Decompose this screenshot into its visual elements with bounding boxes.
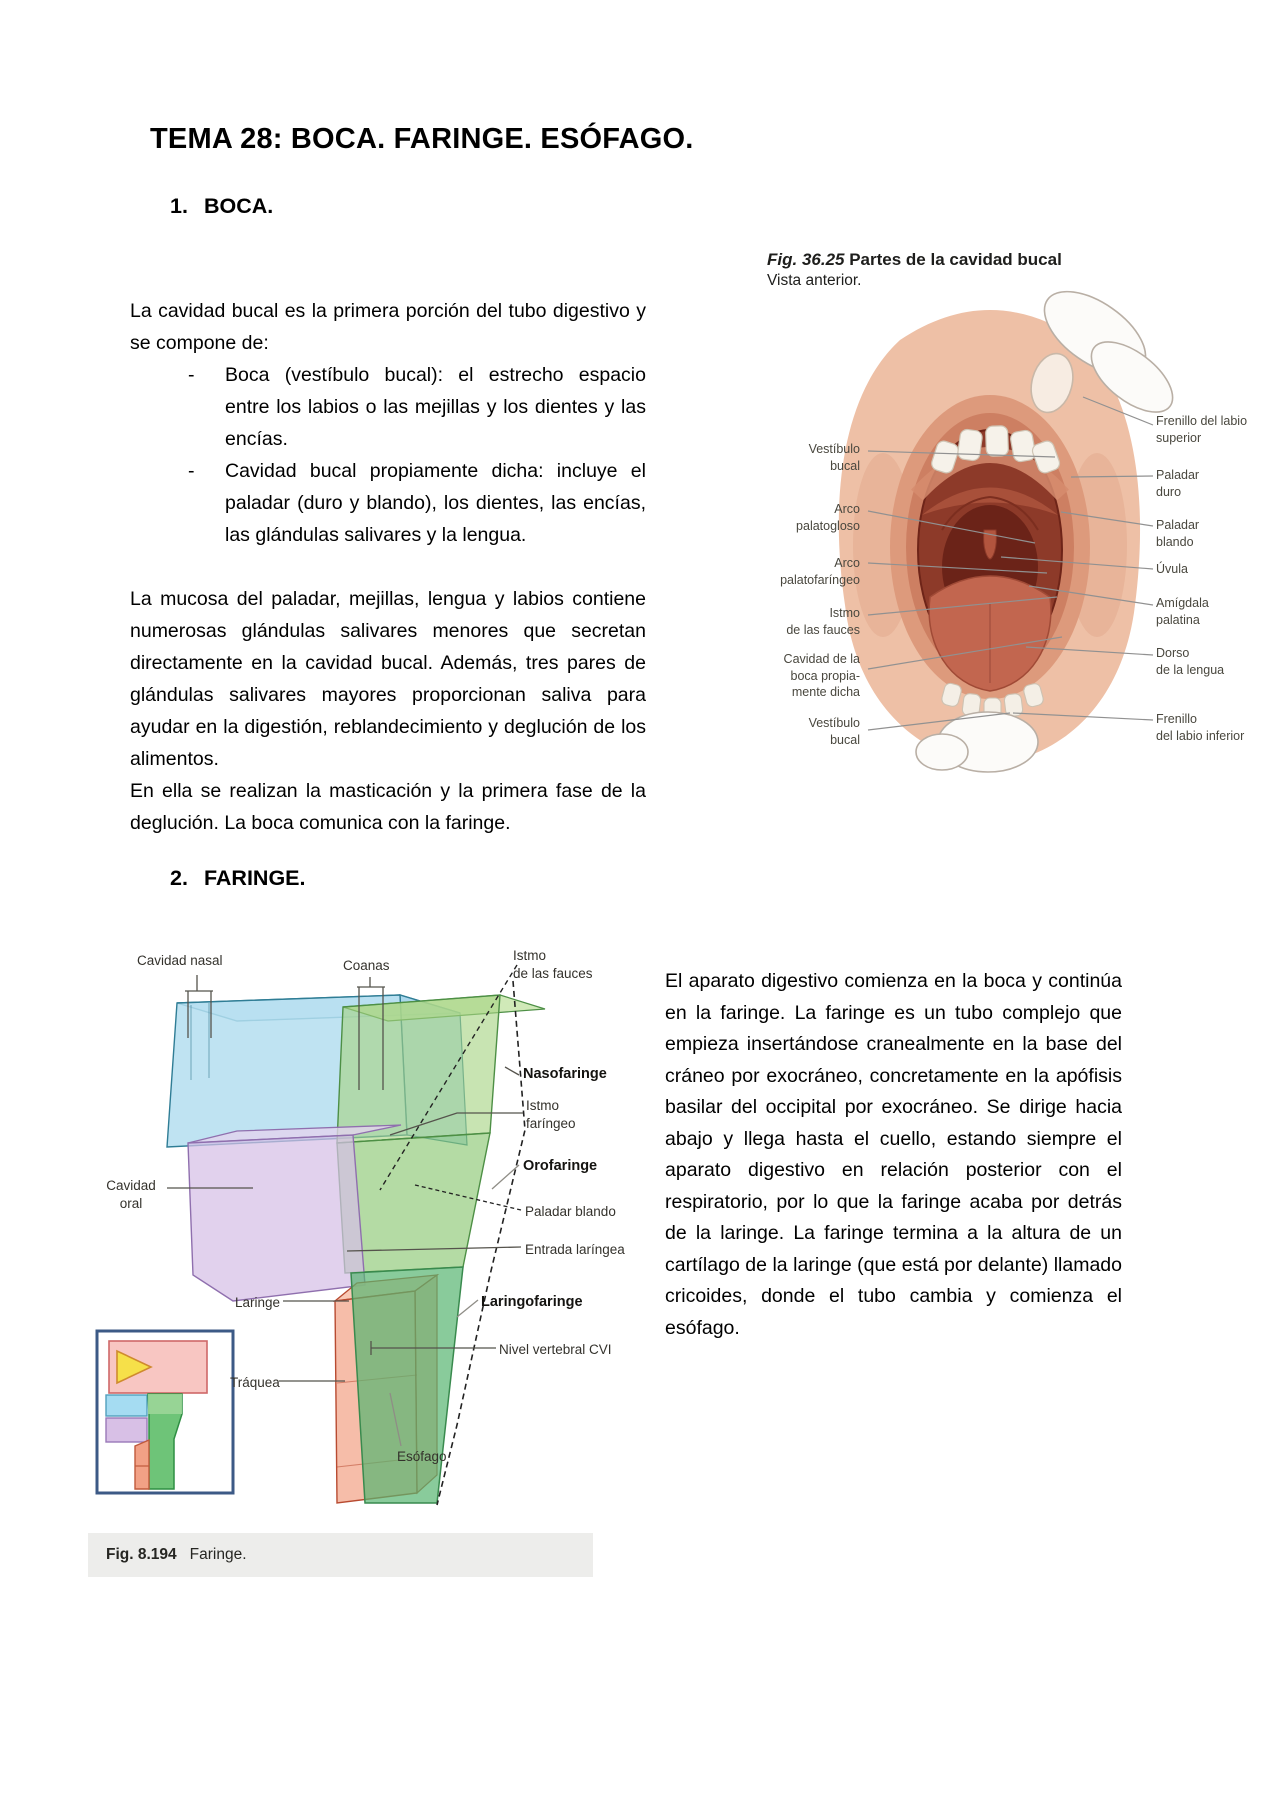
caption-text: Faringe. [189,1546,247,1563]
inset-diagram [95,1329,235,1495]
inset-trachea-column [134,1438,150,1490]
palatopharyngeal-arch [989,496,1039,531]
section1-body: La cavidad bucal es la primera porción d… [130,295,646,839]
leader-lines [167,975,523,1447]
label-frenillo-labio-inferior: Frenillo del labio inferior [1156,712,1245,743]
section1-title: BOCA. [203,194,274,218]
figure-mouth: Fig. 36.25 Partes de la cavidad bucal Vi… [655,245,1280,775]
caption-figure-number: Fig. 8.194 [106,1546,177,1563]
label-cavidad-nasal: Cavidad nasal [137,953,223,968]
paragraph-salivary-glands: La mucosa del paladar, mejillas, lengua … [130,588,646,770]
label-esofago: Esófago [397,1449,447,1464]
label-uvula: Úvula [1156,562,1188,576]
oral-cavity-box [187,1124,402,1302]
label-nivel-vertebral-cvi: Nivel vertebral CVI [499,1342,612,1357]
figure-subtitle: Vista anterior. [767,272,862,290]
upper-teeth [931,425,1061,474]
section2-paragraph: El aparato digestivo comienza en la boca… [665,970,1122,1339]
bullet-marker: - [188,460,195,482]
section2-number: 2. [170,866,188,890]
label-paladar-blando: Paladar blando [1156,518,1200,549]
mouth-illustration [838,290,1174,773]
label-entrada-laringea: Entrada laríngea [525,1242,625,1257]
label-laringe: Laringe [235,1295,281,1310]
list-item: - Cavidad bucal propiamente dicha: inclu… [130,455,646,551]
pharynx-column [336,994,546,1274]
label-paladar-duro: Paladar duro [1156,468,1200,499]
page-title: TEMA 28: BOCA. FARINGE. ESÓFAGO. [150,123,694,155]
figure-number: Fig. 36.25 [767,250,845,269]
bullet-text: Cavidad bucal propiamente dicha: incluye… [225,460,646,546]
intro-paragraph: La cavidad bucal es la primera porción d… [130,300,646,354]
bullet-text: Boca (vestíbulo bucal): el estrecho espa… [225,364,646,450]
label-istmo-de-las-fauces: Istmo de las fauces [786,606,860,637]
label-paladar-blando-2: Paladar blando [525,1204,616,1219]
esophagus-column [350,1266,464,1504]
label-amigdala-palatina: Amígdala palatina [1156,596,1209,627]
fingers-lower [915,711,1039,773]
paragraph-mastication: En ella se realizan la masticación y la … [130,780,646,834]
dashed-boundary [379,964,526,1506]
figure-title: Partes de la cavidad bucal [844,250,1062,269]
label-laringofaringe: Laringofaringe [481,1294,583,1310]
leader-lines [867,396,1154,731]
figure-pharynx: Cavidad nasal Coanas Istmo de las fauces… [85,945,663,1645]
label-vestibulo-bucal-superior: Vestíbulo bucal [808,442,860,473]
uvula [983,529,997,560]
section2-title: FARINGE. [203,866,306,890]
section2-heading: 2. FARINGE. [170,866,305,891]
label-cavidad-boca-propia: Cavidad de la boca propia- mente dicha [783,652,860,699]
pharynx-illustration [95,964,546,1506]
list-item: - Boca (vestíbulo bucal): el estrecho es… [130,359,646,455]
figure-mouth-caption: Fig. 36.25 Partes de la cavidad bucal Vi… [767,250,1072,291]
label-dorso-lengua: Dorso de la lengua [1156,646,1225,677]
label-coanas: Coanas [343,958,390,973]
label-cavidad-oral: Cavidad oral [106,1178,156,1211]
inset-oral-strip [105,1417,148,1443]
bullet-marker: - [188,364,195,386]
fingers-upper [1030,290,1174,414]
label-nasofaringe: Nasofaringe [523,1066,607,1082]
inset-arrow [116,1349,153,1385]
label-arco-palatogloso: Arco palatogloso [796,502,860,533]
label-istmo-fauces: Istmo de las fauces [513,948,593,981]
section1-number: 1. [170,194,188,218]
label-orofaringe: Orofaringe [523,1158,598,1174]
label-traquea: Tráquea [230,1375,280,1390]
section1-heading: 1. BOCA. [170,194,273,219]
label-frenillo-labio-superior: Frenillo del labio superior [1156,414,1248,445]
mouth-cavity [917,429,1063,692]
figure-pharynx-caption: Fig. 8.194 Faringe. [88,1533,593,1577]
label-arco-palatofaringeo: Arco palatofaríngeo [780,556,860,587]
label-istmo-faringeo: Istmo faríngeo [526,1098,576,1131]
label-vestibulo-bucal-inferior: Vestíbulo bucal [808,716,860,747]
soft-palate [922,487,1058,515]
inset-nasal-strip [105,1394,148,1417]
